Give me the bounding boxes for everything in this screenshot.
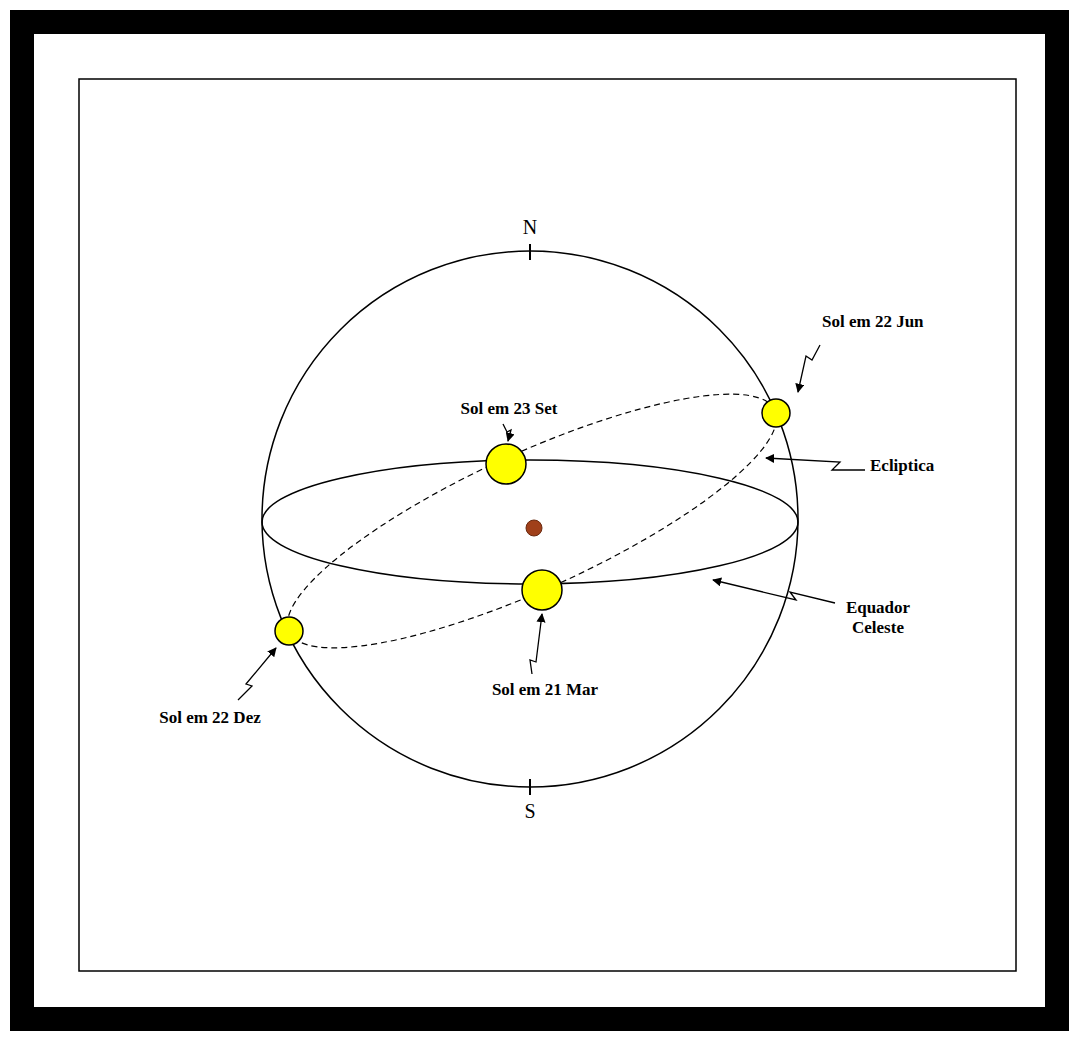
leader-arrow <box>713 580 835 603</box>
direction-label: S <box>524 800 535 823</box>
callout-label: Sol em 23 Set <box>461 399 558 419</box>
sun-september <box>486 444 526 484</box>
outer-frame <box>22 22 1057 1019</box>
callout-label: Sol em 22 Dez <box>159 708 261 728</box>
earth-dot <box>526 520 542 536</box>
callout-label: Ecliptica <box>870 456 934 476</box>
sun-june <box>762 399 790 427</box>
sun-december <box>275 617 303 645</box>
celestial-equator <box>262 460 798 584</box>
leader-arrow <box>530 614 542 674</box>
sun-march <box>522 570 562 610</box>
direction-label: N <box>523 216 537 239</box>
south-tick <box>529 779 531 795</box>
north-tick <box>529 244 531 260</box>
leader-arrow <box>503 424 511 441</box>
leader-arrow <box>798 345 820 392</box>
callout-label: Sol em 22 Jun <box>822 312 924 332</box>
leader-arrow <box>238 648 276 700</box>
leader-arrow <box>766 458 865 470</box>
callout-label: Equador Celeste <box>833 598 923 637</box>
callout-label: Sol em 21 Mar <box>492 680 598 700</box>
celestial-sphere <box>262 251 798 787</box>
ecliptic <box>261 348 803 693</box>
frame-line <box>38 38 1041 1003</box>
inner-frame <box>79 79 1016 971</box>
